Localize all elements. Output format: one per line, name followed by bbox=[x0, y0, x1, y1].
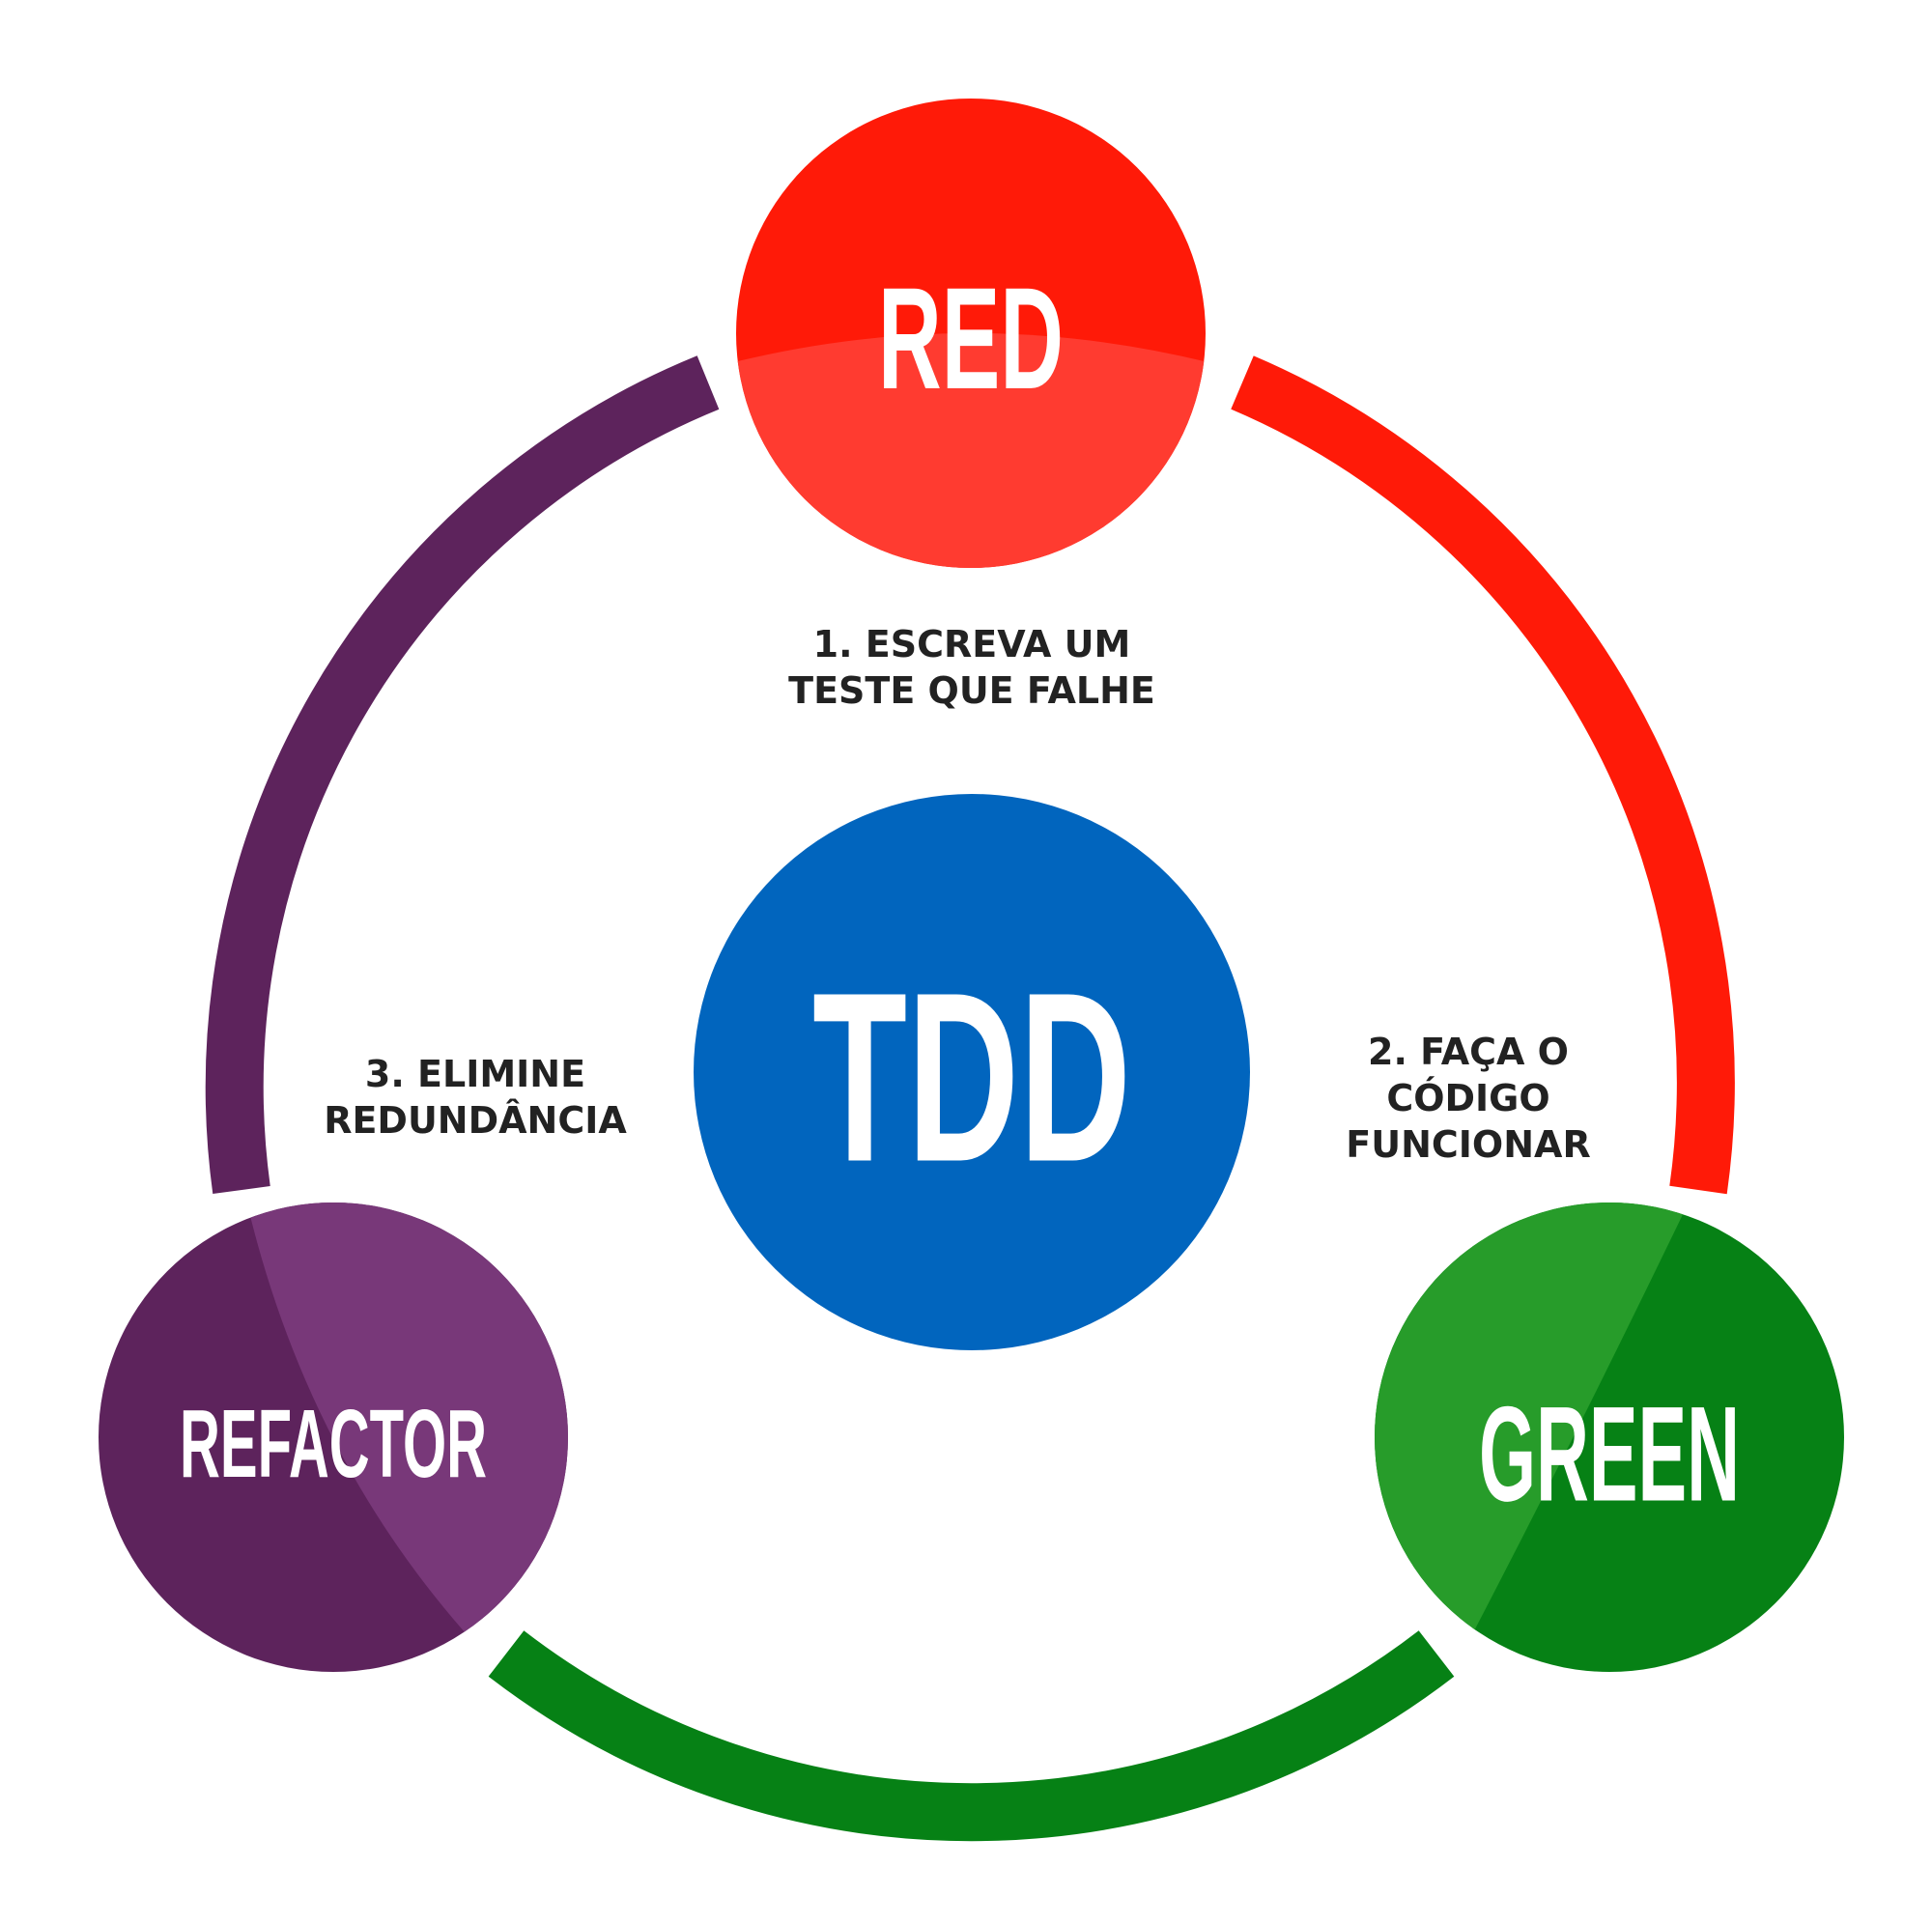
arc-red-to-green bbox=[1231, 355, 1735, 1195]
step1-line1: 1. ESCREVA UM bbox=[813, 623, 1131, 665]
red-node-label: RED bbox=[878, 257, 1064, 419]
red-node: RED bbox=[736, 99, 1206, 568]
tdd-center-circle bbox=[694, 794, 1250, 1350]
step2-line3: FUNCIONAR bbox=[1346, 1123, 1590, 1166]
arc-green-to-refactor bbox=[488, 1630, 1455, 1842]
tdd-center-node: TDD bbox=[694, 794, 1250, 1350]
step3-line1: 3. ELIMINE bbox=[365, 1053, 585, 1095]
green-node-label: GREEN bbox=[1479, 1378, 1740, 1530]
refactor-node-label: REFACTOR bbox=[180, 1390, 487, 1498]
step2-line2: CÓDIGO bbox=[1386, 1077, 1549, 1119]
tdd-center-label: TDD bbox=[812, 943, 1131, 1212]
step3-text: 3. ELIMINE REDUNDÂNCIA bbox=[324, 1053, 627, 1142]
refactor-node-highlight bbox=[242, 1202, 568, 1672]
step1-text: 1. ESCREVA UM TESTE QUE FALHE bbox=[788, 623, 1155, 712]
green-node: GREEN bbox=[1375, 1202, 1844, 1672]
refactor-node: REFACTOR bbox=[99, 1202, 568, 1672]
step2-text: 2. FAÇA O CÓDIGO FUNCIONAR bbox=[1346, 1031, 1590, 1166]
arc-refactor-to-red bbox=[205, 355, 720, 1195]
step2-line1: 2. FAÇA O bbox=[1368, 1031, 1569, 1073]
step3-line2: REDUNDÂNCIA bbox=[324, 1099, 627, 1142]
step1-line2: TESTE QUE FALHE bbox=[788, 669, 1155, 712]
green-node-highlight bbox=[1375, 1202, 1700, 1672]
